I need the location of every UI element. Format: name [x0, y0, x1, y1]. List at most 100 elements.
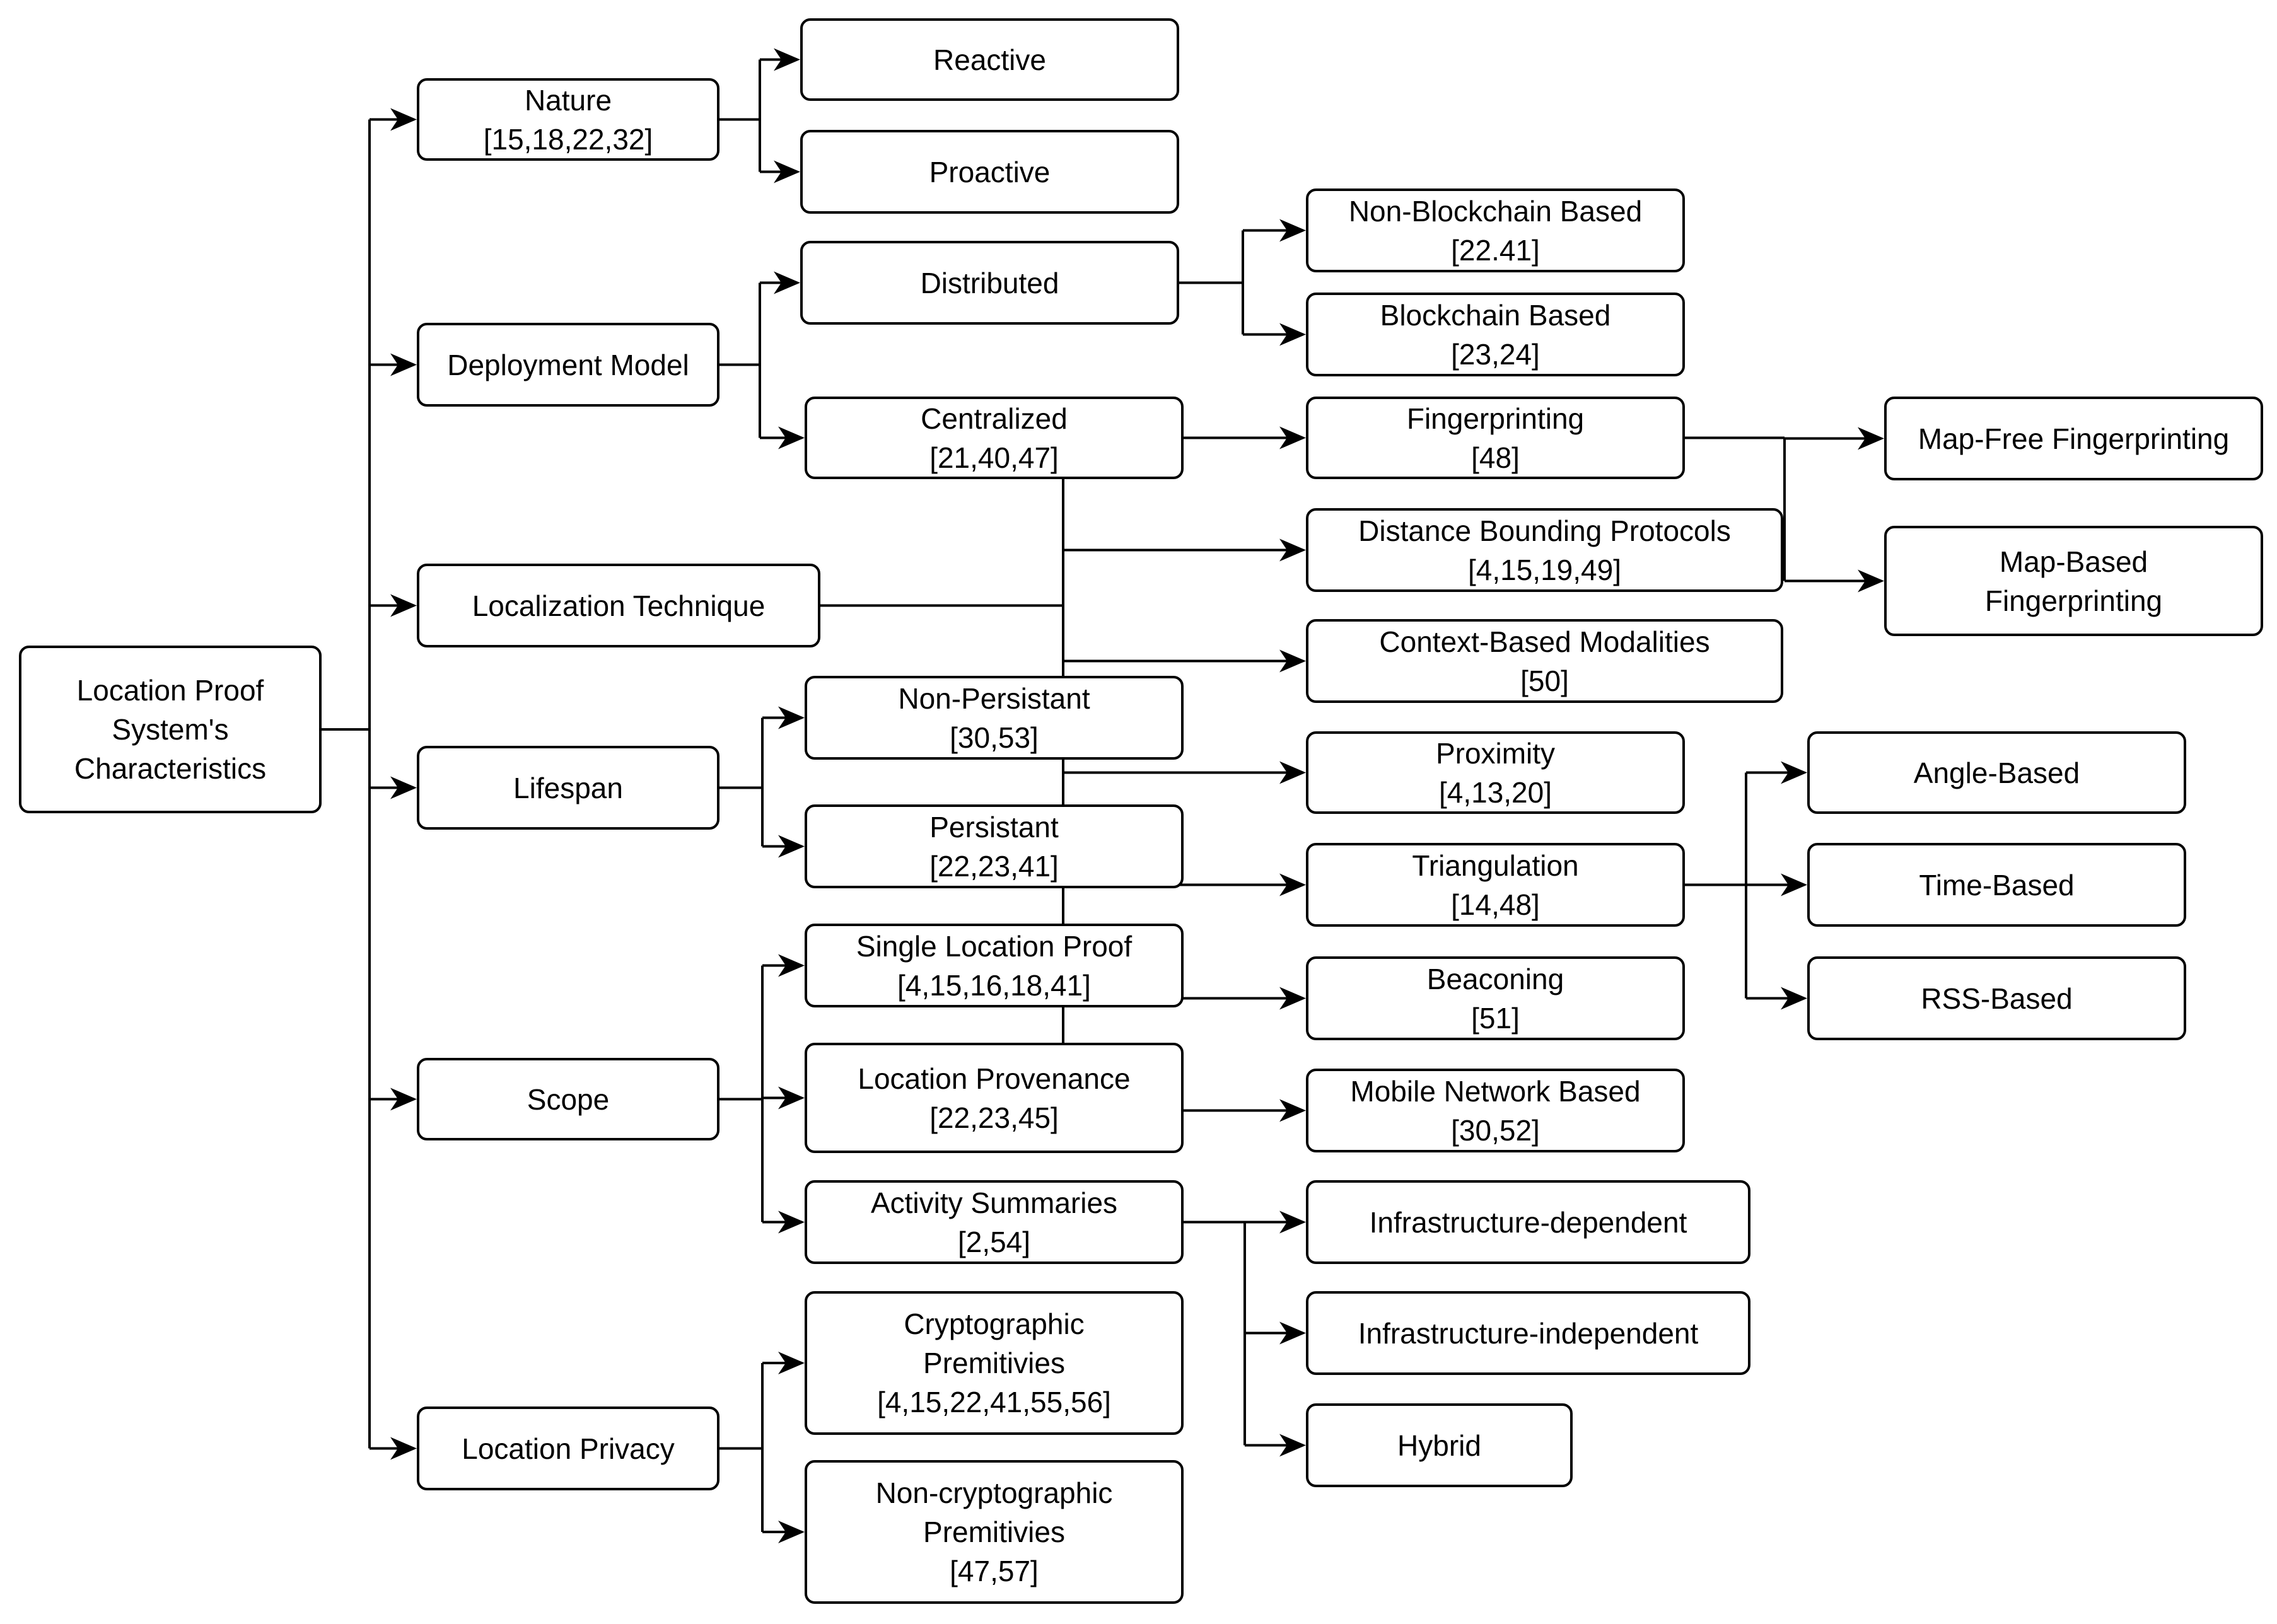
arrowhead-icon [1279, 761, 1306, 784]
node-text-line: Infrastructure-independent [1358, 1316, 1699, 1350]
node-beaconing: Beaconing[51] [1306, 956, 1685, 1040]
node-proactive: Proactive [800, 130, 1179, 214]
arrowhead-icon [778, 1086, 805, 1110]
node-text-line: [48] [1471, 441, 1520, 474]
arrowhead-icon [778, 706, 805, 729]
node-text-line: Hybrid [1397, 1429, 1481, 1462]
node-text-line: Single Location Proof [856, 929, 1133, 963]
arrowhead-icon [1279, 538, 1306, 562]
node-time-based: Time-Based [1807, 843, 2186, 927]
node-text-line: [30,52] [1451, 1113, 1540, 1147]
node-lifespan: Lifespan [417, 746, 719, 830]
node-text-line: [47,57] [950, 1555, 1039, 1587]
node-text-line: [2,54] [957, 1225, 1031, 1258]
node-map-free-fingerprinting: Map-Free Fingerprinting [1884, 397, 2263, 480]
arrowhead-icon [1279, 1099, 1306, 1122]
arrowhead-icon [390, 776, 417, 799]
arrowhead-icon [390, 353, 417, 376]
node-text-line: Fingerprinting [1984, 584, 2163, 617]
node-infrastructure-dependent: Infrastructure-dependent [1306, 1180, 1750, 1264]
node-distance-bounding-protocols: Distance Bounding Protocols [4,15,19,49] [1306, 508, 1783, 592]
node-text-line: Distributed [920, 266, 1059, 299]
node-text-line: Persistant [929, 810, 1059, 844]
node-text-line: Scope [527, 1082, 610, 1116]
node-text-line: Premitivies [923, 1516, 1065, 1548]
node-text-line: Activity Summaries [870, 1186, 1118, 1219]
node-deployment-model: Deployment Model [417, 323, 719, 407]
arrowhead-icon [1781, 873, 1807, 896]
node-text-line: Proximity [1435, 736, 1556, 770]
node-infrastructure-independent: Infrastructure-independent [1306, 1291, 1750, 1375]
node-text-line: Time-Based [1919, 868, 2075, 902]
node-scope: Scope [417, 1058, 719, 1140]
node-angle-based: Angle-Based [1807, 731, 2186, 814]
arrowhead-icon [774, 160, 800, 183]
node-non-persistant: Non-Persistant [30,53] [805, 676, 1184, 760]
node-text-line: Infrastructure-dependent [1369, 1205, 1687, 1239]
node-text-line: System's [112, 713, 229, 746]
node-text-line: Reactive [933, 43, 1046, 76]
node-text-line: [14,48] [1451, 888, 1540, 921]
arrowhead-icon [1781, 761, 1807, 784]
node-reactive: Reactive [800, 18, 1179, 101]
node-text-line: [22,23,45] [929, 1101, 1059, 1134]
node-text-line: Premitivies [923, 1347, 1065, 1379]
node-hybrid: Hybrid [1306, 1403, 1573, 1487]
node-text-line: Blockchain Based [1380, 298, 1611, 332]
node-text-line: [22.41] [1451, 233, 1540, 267]
node-text-line: Deployment Model [447, 348, 689, 381]
node-proximity: Proximity [4,13,20] [1306, 731, 1685, 814]
node-context-based-modalities: Context-Based Modalities[50] [1306, 619, 1783, 703]
arrowhead-icon [774, 271, 800, 294]
node-text-line: Proactive [929, 155, 1051, 188]
node-text-line: [4,15,16,18,41] [897, 968, 1091, 1002]
node-text-line: [30,53] [950, 721, 1039, 754]
node-nature: Nature [15,18,22,32] [417, 78, 719, 161]
arrowhead-icon [390, 1437, 417, 1460]
node-text-line: Lifespan [513, 771, 623, 804]
node-text-line: Location Provenance [858, 1062, 1131, 1095]
node-text-line: RSS-Based [1921, 982, 2073, 1015]
node-activity-summaries: Activity Summaries [2,54] [805, 1180, 1184, 1264]
node-text-line: Map-Free Fingerprinting [1918, 422, 2230, 455]
node-triangulation: Triangulation [14,48] [1306, 843, 1685, 927]
node-rss-based: RSS-Based [1807, 956, 2186, 1040]
node-text-line: [51] [1471, 1001, 1520, 1035]
arrowhead-icon [390, 108, 417, 131]
node-text-line: Non-cryptographic [875, 1476, 1113, 1509]
node-text-line: Localization Technique [472, 589, 766, 622]
node-text-line: Mobile Network Based [1350, 1074, 1641, 1108]
node-centralized: Centralized[21,40,47] [805, 397, 1184, 479]
arrowhead-icon [778, 954, 805, 977]
arrowhead-icon [774, 48, 800, 71]
arrowhead-icon [778, 1352, 805, 1374]
arrowhead-icon [1279, 649, 1306, 673]
node-text-line: Characteristics [74, 752, 267, 785]
node-distributed: Distributed [800, 241, 1179, 325]
node-text-line: [22,23,41] [929, 849, 1059, 883]
node-text-line: Location Proof [76, 674, 264, 707]
arrowhead-icon [1279, 426, 1306, 450]
node-text-line: Triangulation [1412, 849, 1579, 882]
arrowhead-icon [390, 1088, 417, 1111]
node-text-line: Distance Bounding Protocols [1358, 514, 1731, 547]
arrowhead-icon [1858, 569, 1884, 593]
arrowhead-icon [1781, 987, 1807, 1010]
node-persistant: Persistant [22,23,41] [805, 804, 1184, 888]
node-text-line: [4,13,20] [1438, 775, 1552, 809]
node-text-line: Nature [524, 83, 612, 117]
node-text-line: [15,18,22,32] [483, 122, 653, 156]
node-text-line: [50] [1520, 664, 1569, 697]
arrowhead-icon [1279, 1321, 1306, 1345]
node-text-line: [4,15,19,49] [1468, 553, 1621, 586]
node-mobile-network-based: Mobile Network Based [30,52] [1306, 1069, 1685, 1152]
arrowhead-icon [778, 1210, 805, 1234]
node-text-line: Non-Persistant [898, 682, 1090, 715]
arrowhead-icon [1279, 987, 1306, 1010]
node-text-line: Cryptographic [904, 1308, 1085, 1340]
